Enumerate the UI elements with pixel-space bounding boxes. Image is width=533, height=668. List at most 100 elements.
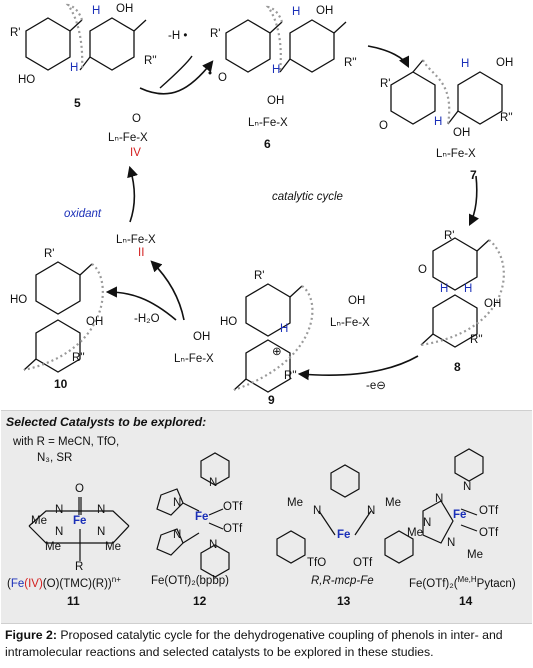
cmpd5-r2: R'' bbox=[144, 55, 157, 67]
cmpd5-h2: H bbox=[92, 5, 101, 17]
arrow-9-to-10 bbox=[105, 286, 177, 321]
cmpd5-ring-left bbox=[25, 17, 71, 71]
c11-me2: Me bbox=[45, 541, 61, 553]
cmpd8-o: O bbox=[418, 264, 427, 276]
cycle-center-label: catalytic cycle bbox=[272, 191, 343, 203]
arrow-10-to-fe2 bbox=[150, 260, 185, 321]
cmpd8-h1: H bbox=[440, 283, 449, 295]
c13-n2: N bbox=[367, 505, 376, 517]
cmpd7-h1: H bbox=[434, 116, 443, 128]
cmpd9-number: 9 bbox=[268, 393, 275, 407]
cmpd9-plus: ⊕ bbox=[272, 346, 282, 358]
electron-symbol: ⊖ bbox=[376, 380, 386, 392]
cmpd10-ring-bottom bbox=[35, 319, 81, 373]
c12-pyrrolidine-bottom bbox=[156, 528, 184, 556]
cmpd10-r1: R' bbox=[44, 248, 55, 260]
cmpd9-h: H bbox=[280, 323, 289, 335]
catalytic-cycle-diagram bbox=[23, 3, 505, 393]
cmpd10-oh: OH bbox=[86, 316, 104, 328]
c14-number: 14 bbox=[459, 594, 473, 608]
c13-me1: Me bbox=[287, 497, 303, 509]
c11-label-ox: (IV) bbox=[24, 577, 43, 590]
c14-me1: Me bbox=[407, 527, 423, 539]
c12-fe: Fe bbox=[195, 511, 209, 523]
step-electron: -e⊖ bbox=[366, 380, 386, 392]
cmpd8-h2: H bbox=[464, 283, 473, 295]
cmpd6-o: O bbox=[218, 72, 227, 84]
cmpd5-h1: H bbox=[70, 62, 79, 74]
cmpd9-ring-bottom bbox=[245, 339, 291, 393]
c12-n3: N bbox=[173, 529, 182, 541]
figure-caption: Figure 2: Proposed catalytic cycle for t… bbox=[5, 627, 530, 661]
cmpd8-r2: R'' bbox=[470, 334, 483, 346]
c12-pyridine-bottom bbox=[200, 544, 230, 578]
arrow-6-to-7 bbox=[367, 45, 410, 69]
c11-number: 11 bbox=[67, 594, 80, 608]
c14-tacn-ring bbox=[422, 500, 454, 544]
cmpd7-h2: H bbox=[461, 58, 470, 70]
cmpd6-radical: • bbox=[208, 68, 213, 80]
c11-n2: N bbox=[97, 504, 106, 516]
cmpd9-r1: R' bbox=[254, 270, 265, 282]
cmpd7-r2: R'' bbox=[500, 112, 513, 124]
r-note-line1: with R = MeCN, TfO, bbox=[13, 436, 120, 448]
c11-fe: Fe bbox=[73, 515, 87, 527]
cmpd9-side-oh: OH bbox=[348, 295, 366, 307]
c13-cyclohexane bbox=[330, 464, 360, 498]
cmpd7-oh: OH bbox=[496, 57, 514, 69]
c12-pyrrolidine-top bbox=[156, 488, 184, 516]
c13-otf: OTf bbox=[353, 557, 373, 569]
c13-me2: Me bbox=[385, 497, 401, 509]
cmpd5-r1: R' bbox=[10, 27, 21, 39]
c13-tfo: TfO bbox=[307, 557, 327, 569]
c14-label: Fe(OTf)₂(Me,HPytacn) bbox=[409, 575, 516, 590]
c14-n2: N bbox=[435, 493, 444, 505]
cmpd7-o: O bbox=[379, 120, 388, 132]
caption-text: Proposed catalytic cycle for the dehydro… bbox=[5, 628, 503, 659]
fe4-oxo: O bbox=[132, 113, 141, 125]
arrow-fe2-to-fe4 bbox=[127, 165, 138, 223]
catalyst-panel: Selected Catalysts to be explored: with … bbox=[1, 410, 532, 624]
cmpd7-ring-left bbox=[390, 71, 436, 125]
cmpd10-ho: HO bbox=[10, 294, 28, 306]
cmpd10-r2: R'' bbox=[72, 352, 85, 364]
cmpd6-h2: H bbox=[292, 6, 301, 18]
cmpd9-fe: Lₙ-Fe-X bbox=[174, 353, 214, 365]
cmpd8-side-fe: Lₙ-Fe-X bbox=[330, 317, 370, 329]
arrow-5-to-6 bbox=[139, 60, 214, 95]
c12-pyridine-top bbox=[200, 452, 230, 486]
c14-pyridine bbox=[454, 448, 484, 482]
c14-n3: N bbox=[423, 517, 432, 529]
step-water: -H₂O bbox=[134, 313, 160, 325]
c12-otf1: OTf bbox=[223, 501, 243, 513]
c14-otf1: OTf bbox=[479, 505, 499, 517]
cmpd6-ring-right bbox=[289, 19, 335, 73]
cmpd6-h1: H bbox=[272, 64, 281, 76]
cmpd8-number: 8 bbox=[454, 360, 461, 374]
arrow-7-to-8 bbox=[468, 175, 480, 227]
catalysts-heading: Selected Catalysts to be explored: bbox=[6, 415, 207, 429]
c11-r: R bbox=[75, 561, 84, 573]
cmpd10-ring-top bbox=[35, 261, 81, 315]
caption-label: Figure 2: bbox=[5, 628, 57, 642]
c11-macrocycle bbox=[28, 510, 130, 544]
c13-number: 13 bbox=[337, 594, 351, 608]
fe2-formula: Lₙ-Fe-X bbox=[116, 234, 156, 246]
fe4-ox-state: IV bbox=[130, 147, 141, 159]
cmpd5-number: 5 bbox=[74, 96, 81, 110]
cmpd7-fe-oh: OH bbox=[453, 127, 471, 139]
c12-n4: N bbox=[209, 539, 218, 551]
c12-otf2: OTf bbox=[223, 523, 243, 535]
cmpd10-number: 10 bbox=[54, 377, 68, 391]
c13-benzo-right bbox=[384, 530, 414, 564]
c14-me2: Me bbox=[467, 549, 483, 561]
c11-me1: Me bbox=[31, 515, 47, 527]
cmpd9-r2: R'' bbox=[284, 370, 297, 382]
cmpd9-fe-oh: OH bbox=[193, 331, 211, 343]
cmpd5-ho: HO bbox=[18, 74, 36, 86]
cmpd6-r2: R'' bbox=[344, 57, 357, 69]
oxidant-label: oxidant bbox=[64, 208, 102, 220]
catalyst-structures bbox=[28, 448, 484, 578]
c11-n1: N bbox=[55, 504, 64, 516]
arrow-8-to-9 bbox=[297, 355, 419, 381]
